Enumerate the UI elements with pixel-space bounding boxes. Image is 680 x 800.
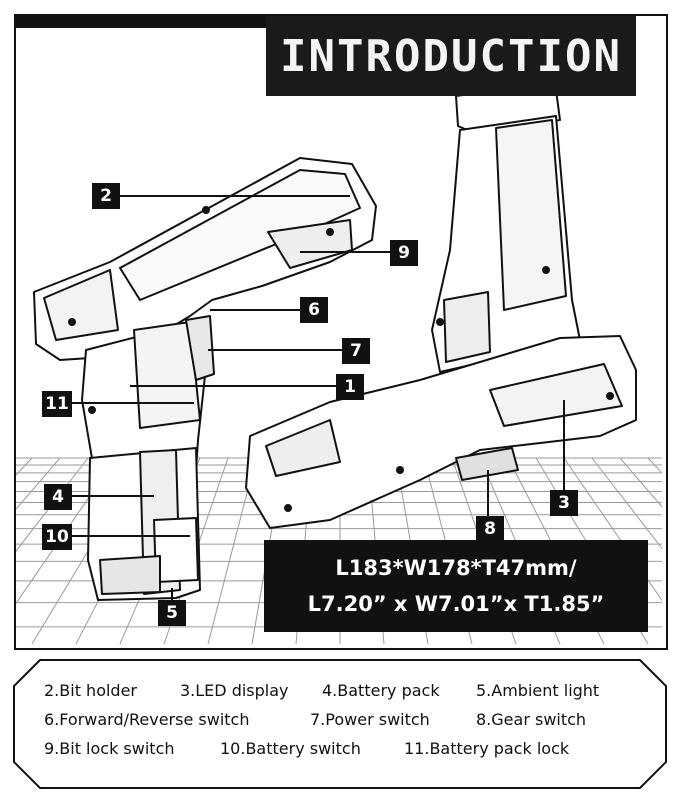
callout-8: 8 [476,516,504,542]
legend-item: 3.LED display [180,681,289,700]
drill-illustration [16,83,662,644]
dimensions-metric: L183*W178*T47mm/ [335,556,577,580]
legend-row-2: 6.Forward/Reverse switch 7.Power switch … [44,705,644,734]
callout-7: 7 [342,338,370,364]
legend-item: 7.Power switch [310,710,430,729]
callout-9: 9 [390,240,418,266]
drill-right-view [245,83,637,529]
legend-item: 11.Battery pack lock [404,739,570,758]
legend-item: 2.Bit holder [44,681,137,700]
legend-frame [13,659,667,789]
dimensions-box: L183*W178*T47mm/ L7.20” x W7.01”x T1.85” [264,540,648,632]
legend-item: 9.Bit lock switch [44,739,175,758]
title-box: INTRODUCTION [266,16,636,96]
callout-3: 3 [550,490,578,516]
legend-row-1: 2.Bit holder 3.LED display 4.Battery pac… [44,676,644,705]
legend-item: 10.Battery switch [220,739,361,758]
callout-1: 1 [336,374,364,400]
legend-item: 6.Forward/Reverse switch [44,710,250,729]
legend-item: 8.Gear switch [476,710,587,729]
callout-4: 4 [44,484,72,510]
parts-legend: 2.Bit holder 3.LED display 4.Battery pac… [44,676,644,763]
callout-2: 2 [92,183,120,209]
leader-lines [72,195,565,600]
callout-10: 10 [42,524,72,550]
drill-left-view [33,157,377,601]
page-title: INTRODUCTION [280,30,622,82]
legend-item: 4.Battery pack [322,681,440,700]
callout-11: 11 [42,391,72,417]
callout-5: 5 [158,600,186,626]
legend-row-3: 9.Bit lock switch 10.Battery switch 11.B… [44,734,644,763]
callout-6: 6 [300,297,328,323]
dimensions-imperial: L7.20” x W7.01”x T1.85” [307,592,605,616]
legend-item: 5.Ambient light [476,681,600,700]
